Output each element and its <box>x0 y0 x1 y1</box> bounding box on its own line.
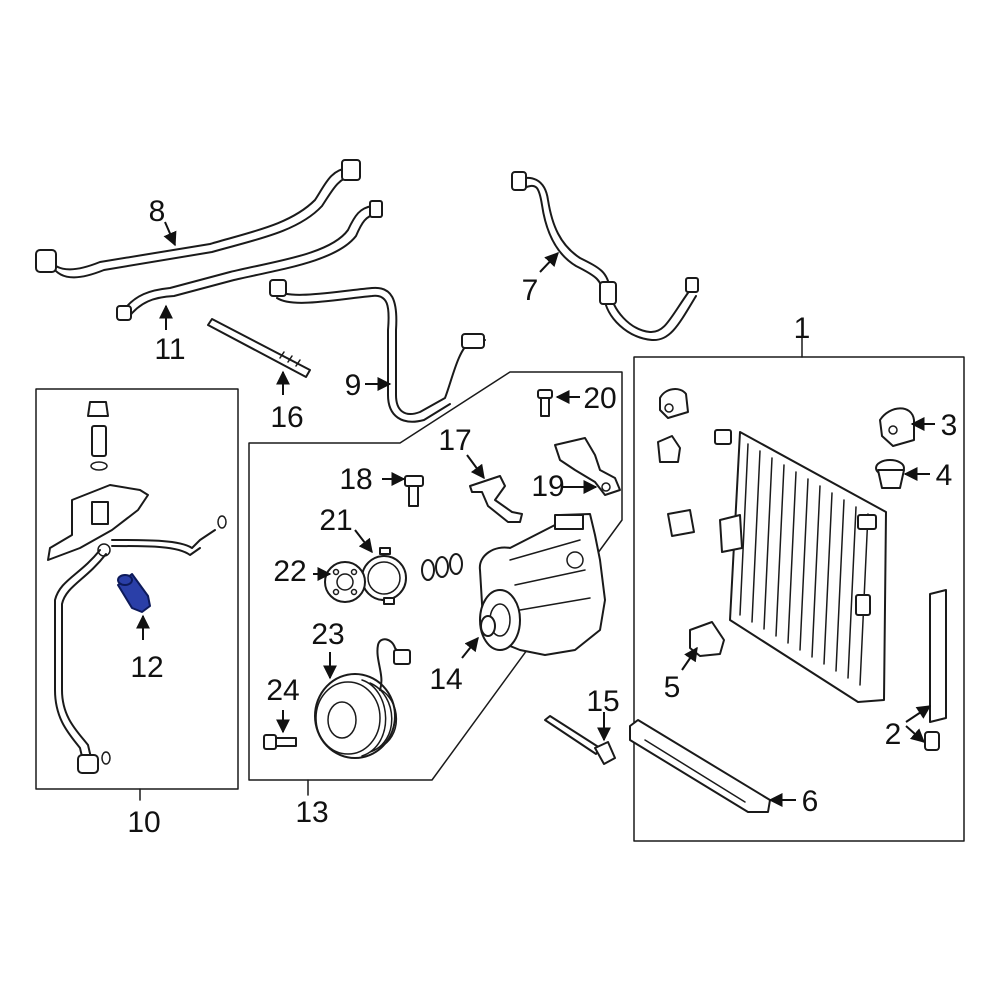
group-13-frame <box>248 371 623 781</box>
group-10-parts <box>47 401 227 774</box>
callout-14[interactable]: 14 <box>429 663 462 696</box>
callout-3[interactable]: 3 <box>941 409 958 442</box>
callout-2[interactable]: 2 <box>885 718 902 751</box>
part-11-hose <box>116 200 383 321</box>
part-19-bracket <box>554 437 621 496</box>
part-15-bolt <box>544 715 616 765</box>
part-2-seal <box>924 589 947 751</box>
callout-13[interactable]: 13 <box>295 796 328 829</box>
part-16-rod <box>207 318 311 378</box>
callout-18[interactable]: 18 <box>339 463 372 496</box>
part-23-clutch-pulley <box>314 638 411 759</box>
callout-7[interactable]: 7 <box>522 274 539 307</box>
callout-11[interactable]: 11 <box>154 333 185 366</box>
part-1-condenser <box>714 429 887 703</box>
callout-9[interactable]: 9 <box>345 369 362 402</box>
callout-21[interactable]: 21 <box>319 504 352 537</box>
callout-6[interactable]: 6 <box>802 785 819 818</box>
group-10-frame <box>35 388 239 790</box>
part-21-ring <box>361 547 407 605</box>
callout-15[interactable]: 15 <box>586 685 619 718</box>
group-1-frame <box>633 356 965 842</box>
callout-5[interactable]: 5 <box>664 671 681 704</box>
part-8-hose <box>35 159 361 279</box>
condenser-fins <box>739 443 869 686</box>
part-18-bolt <box>404 475 424 507</box>
part-20-bolt <box>537 389 553 417</box>
callout-24[interactable]: 24 <box>266 674 299 707</box>
part-6-seal <box>629 719 771 813</box>
part-14-compressor <box>478 513 606 656</box>
o-rings <box>421 553 463 581</box>
callout-16[interactable]: 16 <box>270 401 303 434</box>
part-4-cushion <box>875 459 905 489</box>
callout-10[interactable]: 10 <box>127 806 160 839</box>
callout-12[interactable]: 12 <box>130 651 163 684</box>
part-3-bracket <box>879 407 915 447</box>
callout-19[interactable]: 19 <box>531 470 564 503</box>
callout-22[interactable]: 22 <box>273 555 306 588</box>
callout-4[interactable]: 4 <box>936 459 953 492</box>
part-9-tube <box>269 279 486 423</box>
part-1-bracket-top <box>657 388 689 463</box>
part-24-bolt <box>263 734 297 750</box>
part-17-bracket <box>469 475 523 523</box>
part-22-plate <box>324 561 366 603</box>
part-7-tube <box>511 171 699 342</box>
arrows <box>136 221 935 807</box>
callout-20[interactable]: 20 <box>583 382 616 415</box>
part-12-pressure-switch <box>117 573 151 613</box>
part-1-clip <box>667 509 695 537</box>
callout-17[interactable]: 17 <box>438 424 471 457</box>
callout-8[interactable]: 8 <box>149 195 166 228</box>
callout-1[interactable]: 1 <box>794 312 811 345</box>
callout-23[interactable]: 23 <box>311 618 344 651</box>
